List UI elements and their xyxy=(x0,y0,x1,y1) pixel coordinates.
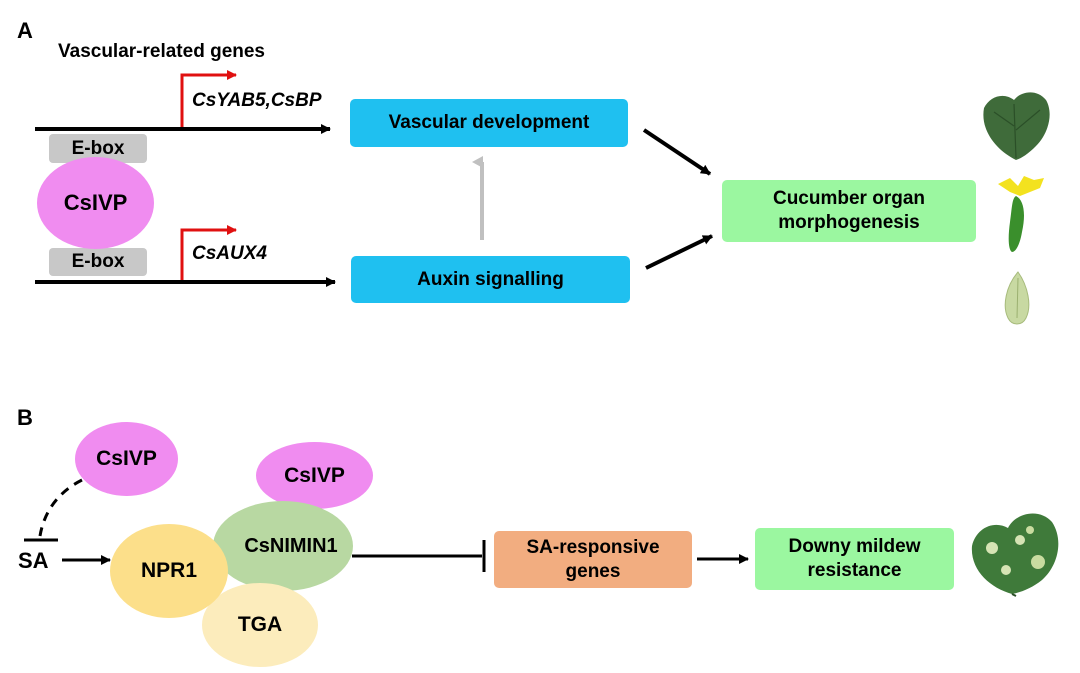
csivp-protein-top: CsIVP xyxy=(256,442,373,509)
csivp-inhibits-sa-dashed xyxy=(38,478,83,537)
gene-label-top: CsYAB5,CsBP xyxy=(192,90,322,111)
csivp-protein-left: CsIVP xyxy=(75,422,178,496)
downy-mildew-resistance-box: Downy mildew resistance xyxy=(755,528,954,590)
panel-a-title: Vascular-related genes xyxy=(58,41,265,62)
vascular-development-box: Vascular development xyxy=(350,99,628,147)
ebox-bottom: E-box xyxy=(49,248,147,276)
fruit-with-flower-icon xyxy=(998,176,1044,252)
csivp-protein-a: CsIVP xyxy=(37,157,154,249)
sa-label: SA xyxy=(18,548,49,573)
npr1-protein: NPR1 xyxy=(110,524,228,618)
tga-protein: TGA xyxy=(202,583,318,667)
promoter-arrow-bottom xyxy=(180,225,237,280)
sa-responsive-genes-box: SA-responsive genes xyxy=(494,531,692,588)
panel-label-b: B xyxy=(17,405,33,430)
vascular-to-outcome-arrow xyxy=(642,128,712,176)
auxin-to-outcome-arrow xyxy=(645,234,713,270)
ovary-icon xyxy=(1004,271,1030,325)
auxin-signalling-box: Auxin signalling xyxy=(351,256,630,303)
cucumber-organ-box: Cucumber organ morphogenesis xyxy=(722,180,976,242)
panel-label-a: A xyxy=(17,18,33,43)
infected-leaf-icon xyxy=(971,513,1059,597)
csnimin1-protein: CsNIMIN1 xyxy=(213,501,353,591)
leaf-icon xyxy=(983,92,1050,160)
promoter-arrow-top xyxy=(180,70,237,127)
gene-label-bottom: CsAUX4 xyxy=(192,243,267,264)
